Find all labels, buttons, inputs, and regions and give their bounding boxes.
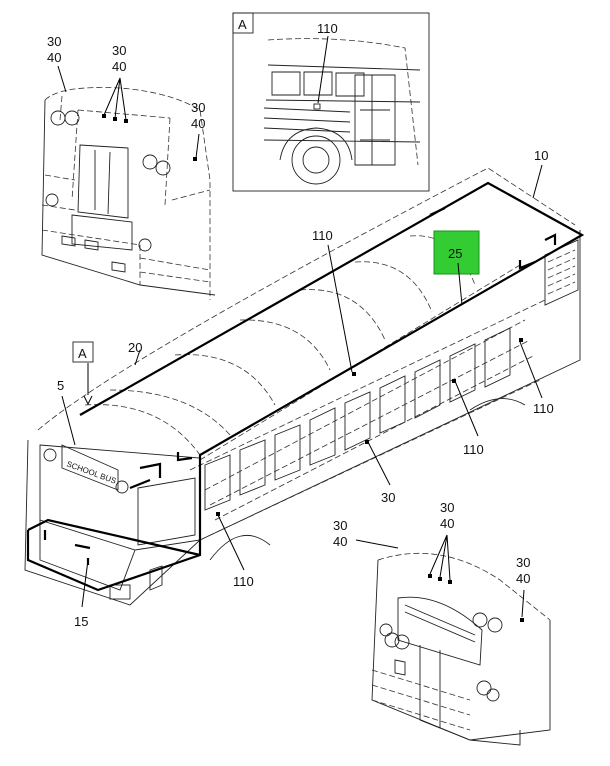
callout-40-rear-right: 40 [516, 571, 530, 586]
callout-30-rear-right: 30 [516, 555, 530, 570]
highlight-callout-25 [433, 230, 480, 275]
callout-40-rear-left: 40 [333, 534, 347, 549]
detail-a-label: A [238, 17, 247, 32]
callout-30-rear-left: 30 [333, 518, 347, 533]
callout-110-bottom: 110 [233, 574, 254, 589]
callout-40-front-right: 40 [191, 116, 205, 131]
bus-body-illustration [24, 167, 581, 606]
callout-110-mid: 110 [463, 442, 484, 457]
view-a-label: A [78, 346, 87, 361]
callout-30-rear-roof: 30 [440, 500, 454, 515]
callout-110-rear: 110 [533, 401, 554, 416]
callout-25: 25 [448, 246, 462, 261]
callout-110-detail: 110 [317, 21, 338, 36]
callout-30-front-roof: 30 [112, 43, 126, 58]
callout-30-front-left: 30 [47, 34, 61, 49]
callout-30-front-right: 30 [191, 100, 205, 115]
callout-40-rear-roof: 40 [440, 516, 454, 531]
callout-5: 5 [57, 378, 64, 393]
detail-a-box [232, 12, 430, 192]
callout-40-front-left: 40 [47, 50, 61, 65]
callout-40-front-roof: 40 [112, 59, 126, 74]
callout-15: 15 [74, 614, 88, 629]
rear-view-illustration [371, 552, 551, 746]
callout-30-side: 30 [381, 490, 395, 505]
callout-20: 20 [128, 340, 142, 355]
front-view-illustration [41, 87, 216, 300]
callout-110-roof: 110 [312, 228, 333, 243]
callout-10: 10 [534, 148, 548, 163]
roof-component-outline [26, 181, 585, 592]
